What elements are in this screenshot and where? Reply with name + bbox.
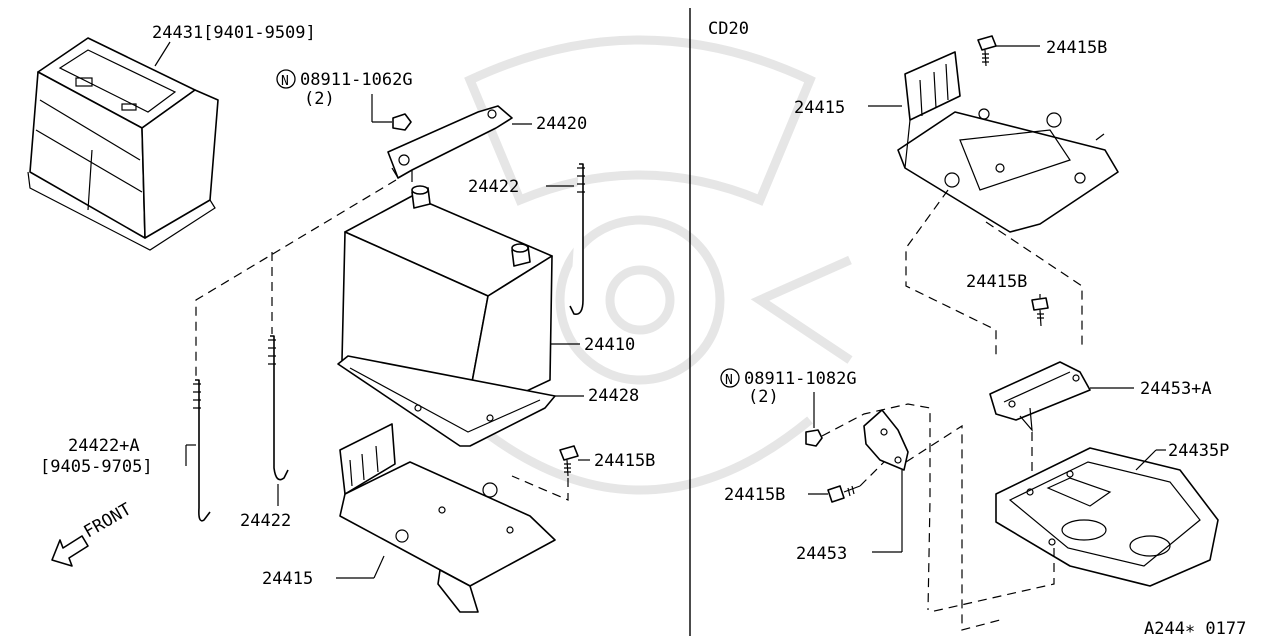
bolt-part-24415b-low <box>827 485 861 503</box>
nut-symbol-2 <box>720 368 740 388</box>
bracket-part-24453a <box>989 361 1091 432</box>
label-24435p: 24435P <box>1168 441 1229 461</box>
tray-part-24415-right <box>897 51 1119 233</box>
label-24428: 24428 <box>588 386 639 406</box>
battery-cover-part <box>27 37 219 251</box>
label-08911-1082g: 08911-1082G <box>744 369 857 389</box>
label-24422a-range: [9405-9705] <box>40 457 153 477</box>
clamp-part-24420 <box>387 105 513 182</box>
label-24415b-top: 24415B <box>1046 38 1107 58</box>
tray-pad-part-24428 <box>337 355 556 447</box>
bolt-part-24415b-top <box>977 35 997 67</box>
label-24415b-left: 24415B <box>594 451 655 471</box>
label-24422-bottom: 24422 <box>240 511 291 531</box>
rod-part-24422-top <box>569 163 585 316</box>
label-24422-top: 24422 <box>468 177 519 197</box>
bolt-part-24415b-mid <box>1031 297 1049 327</box>
nut-part-2 <box>805 429 823 447</box>
label-24415b-low: 24415B <box>724 485 785 505</box>
label-08911-1062g-qty: (2) <box>304 89 335 109</box>
label-24415-left: 24415 <box>262 569 313 589</box>
label-24453a: 24453+A <box>1140 379 1212 399</box>
label-24431: 24431[9401-9509] <box>152 23 316 43</box>
bolt-part-24415b-left <box>559 445 579 477</box>
nut-symbol-1 <box>276 69 296 89</box>
bracket-part-24453 <box>863 409 909 471</box>
front-arrow-icon <box>51 535 89 567</box>
label-24415b-mid: 24415B <box>966 272 1027 292</box>
nut-symbol-2-letter: N <box>725 373 733 388</box>
tray-part-24415-left <box>339 423 556 613</box>
label-24422a: 24422+A <box>68 436 140 456</box>
label-24410: 24410 <box>584 335 635 355</box>
tray-part-24435p <box>995 447 1219 587</box>
nut-part-1 <box>392 113 412 131</box>
section-label-cd20: CD20 <box>708 19 749 39</box>
nut-symbol-1-letter: N <box>281 74 289 89</box>
label-24420: 24420 <box>536 114 587 134</box>
label-08911-1062g: 08911-1062G <box>300 70 413 90</box>
rod-part-24422a <box>193 379 211 522</box>
label-24453: 24453 <box>796 544 847 564</box>
rod-part-24422-bottom <box>268 335 289 481</box>
figure-code: A244∗ 0177 <box>1144 619 1246 638</box>
label-08911-1082g-qty: (2) <box>748 387 779 407</box>
front-label: FRONT <box>81 499 135 542</box>
label-24415-right: 24415 <box>794 98 845 118</box>
